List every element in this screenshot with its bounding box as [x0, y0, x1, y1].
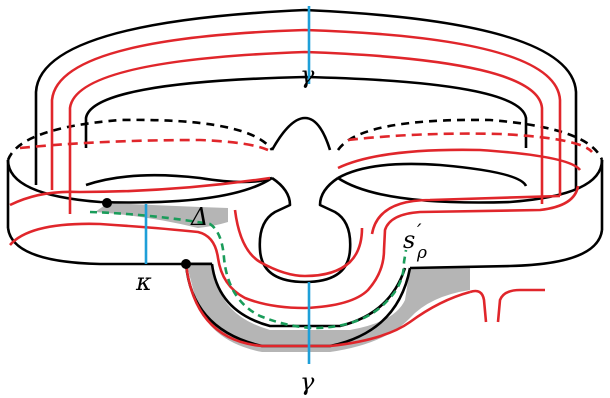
red-curve-left-dashed — [20, 140, 268, 150]
label-kappa: κ — [135, 268, 152, 296]
red-curve-right-hook — [470, 291, 486, 322]
label-s: s — [403, 226, 415, 254]
label-gamma-bottom: γ — [300, 368, 315, 396]
red-curve-mid-left — [10, 186, 578, 308]
red-curve-right-tail — [498, 290, 545, 322]
endpoint-dot-upper — [102, 198, 112, 208]
left-disk-bottom-edge — [8, 228, 212, 264]
right-disk-bottom-edge — [410, 230, 602, 268]
center-stem-neck — [260, 178, 350, 282]
red-curve-left-loop — [10, 178, 270, 205]
center-stem-left — [272, 118, 330, 150]
label-gamma-top: γ — [300, 61, 315, 89]
right-hole-edge — [338, 164, 526, 186]
endpoint-dot-lower — [181, 259, 191, 269]
label-s-subscript: ρ — [416, 243, 427, 263]
left-hole-edge — [86, 175, 272, 185]
label-s-prime: ′ — [417, 219, 422, 243]
label-delta: Δ — [190, 203, 208, 231]
